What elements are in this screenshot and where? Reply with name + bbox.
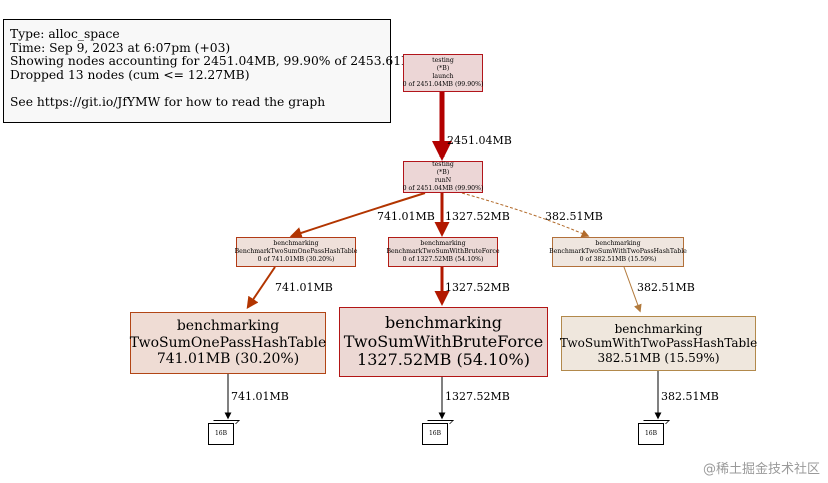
info-showing: Showing nodes accounting for 2451.04MB, … bbox=[10, 54, 456, 69]
node-bench-brute[interactable]: benchmarking BenchmarkTwoSumWithBruteFor… bbox=[386, 237, 500, 267]
edge-runN-onepass bbox=[289, 192, 426, 239]
node-launch-line: (*B) bbox=[436, 65, 450, 72]
node-brute-line: benchmarking bbox=[385, 312, 502, 332]
edge-label: 741.01MB bbox=[275, 281, 333, 294]
edge-twopass-twopass bbox=[623, 266, 642, 313]
edge-label: 741.01MB bbox=[231, 390, 289, 403]
edge-onepass-onepass bbox=[246, 266, 276, 309]
edge-label: 2451.04MB bbox=[447, 134, 512, 147]
edge-label: 382.51MB bbox=[545, 210, 603, 223]
leaf-node[interactable]: 16B bbox=[422, 423, 448, 445]
node-bench-two-pass[interactable]: benchmarking BenchmarkTwoSumWithTwoPassH… bbox=[549, 237, 687, 267]
node-bench-brute-line: BenchmarkTwoSumWithBruteForce bbox=[386, 248, 500, 255]
node-runN-line: runN bbox=[434, 177, 452, 184]
node-runN-line: testing bbox=[432, 161, 454, 168]
edge-label: 382.51MB bbox=[637, 281, 695, 294]
node-launch-line: launch bbox=[432, 73, 454, 80]
node-bench-one-pass[interactable]: benchmarking BenchmarkTwoSumOnePassHashT… bbox=[234, 237, 358, 267]
node-one-pass-line: 741.01MB (30.20%) bbox=[156, 351, 300, 368]
node-bench-two-pass-line: BenchmarkTwoSumWithTwoPassHashTable bbox=[549, 248, 687, 255]
node-launch-line: 0 of 2451.04MB (99.90%) bbox=[402, 81, 484, 88]
node-two-pass-line: 382.51MB (15.59%) bbox=[597, 350, 720, 365]
node-two-pass-line: benchmarking bbox=[614, 322, 703, 337]
leaf-node[interactable]: 16B bbox=[638, 423, 664, 445]
node-runN-line: (*B) bbox=[436, 169, 450, 176]
node-launch-line: testing bbox=[432, 57, 454, 64]
node-bench-two-pass-line: benchmarking bbox=[595, 240, 641, 247]
info-help-link[interactable]: See https://git.io/JfYMW for how to read… bbox=[10, 94, 326, 109]
edge-runN-twopass bbox=[461, 192, 590, 238]
info-type: Type: alloc_space bbox=[10, 27, 120, 41]
node-one-pass[interactable]: benchmarking TwoSumOnePassHashTable 741.… bbox=[130, 312, 326, 374]
leaf-node[interactable]: 16B bbox=[208, 423, 234, 445]
node-runN-line: 0 of 2451.04MB (99.90%) bbox=[402, 185, 484, 192]
info-dropped: Dropped 13 nodes (cum <= 12.27MB) bbox=[10, 67, 250, 82]
node-bench-brute-line: 0 of 1327.52MB (54.10%) bbox=[402, 256, 484, 263]
edge-label: 1327.52MB bbox=[445, 390, 510, 403]
watermark: @稀土掘金技术社区 bbox=[702, 462, 820, 477]
node-launch[interactable]: testing (*B) launch 0 of 2451.04MB (99.9… bbox=[403, 54, 483, 92]
node-one-pass-line: benchmarking bbox=[176, 318, 280, 335]
node-runN[interactable]: testing (*B) runN 0 of 2451.04MB (99.90%… bbox=[403, 161, 483, 193]
edge-label: 1327.52MB bbox=[445, 281, 510, 294]
info-time: Time: Sep 9, 2023 at 6:07pm (+03) bbox=[10, 40, 231, 55]
info-blank bbox=[10, 82, 384, 96]
node-one-pass-line: TwoSumOnePassHashTable bbox=[129, 334, 327, 351]
edge-label: 382.51MB bbox=[661, 390, 719, 403]
node-bench-one-pass-line: benchmarking bbox=[273, 240, 319, 247]
node-two-pass-line: TwoSumWithTwoPassHashTable bbox=[559, 336, 758, 351]
edge-label: 1327.52MB bbox=[445, 210, 510, 223]
node-bench-brute-line: benchmarking bbox=[420, 240, 466, 247]
node-brute-line: TwoSumWithBruteForce bbox=[343, 331, 544, 351]
edge-label: 741.01MB bbox=[377, 210, 435, 223]
node-two-pass[interactable]: benchmarking TwoSumWithTwoPassHashTable … bbox=[559, 316, 758, 371]
node-bench-one-pass-line: BenchmarkTwoSumOnePassHashTable bbox=[234, 248, 358, 255]
node-bench-one-pass-line: 0 of 741.01MB (30.20%) bbox=[257, 256, 335, 263]
node-brute-line: 1327.52MB (54.10%) bbox=[357, 350, 530, 370]
graph-info-box: Type: alloc_space Time: Sep 9, 2023 at 6… bbox=[3, 19, 456, 123]
node-brute[interactable]: benchmarking TwoSumWithBruteForce 1327.5… bbox=[339, 307, 548, 377]
node-bench-two-pass-line: 0 of 382.51MB (15.59%) bbox=[579, 256, 657, 263]
